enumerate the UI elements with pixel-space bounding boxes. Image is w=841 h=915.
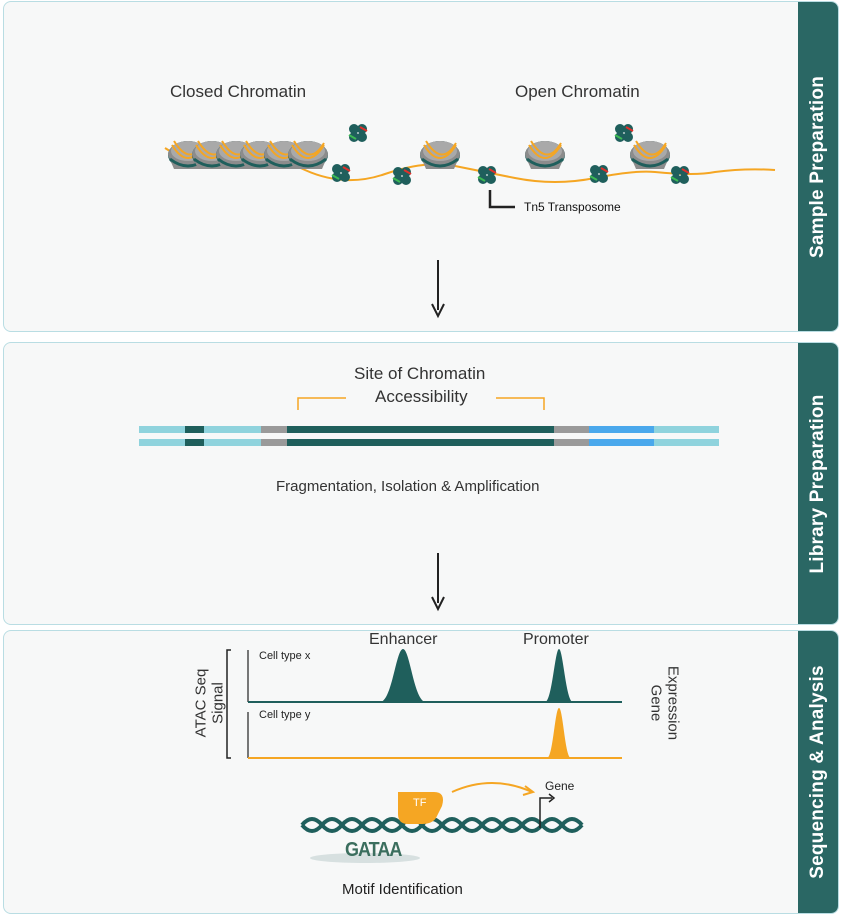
sample-preparation-panel: Sample Preparation [3,1,839,332]
enhancer-label: Enhancer [369,631,438,648]
fragment-strand-bottom [139,439,719,446]
nucleosome [628,139,672,171]
motif-logo: GATAA [345,837,402,861]
atac-signal-plot [226,649,622,759]
tn5-label: Tn5 Transposome [524,200,621,214]
gene-start-arrow [539,797,552,828]
down-arrow-icon [431,553,445,612]
fragment-strand-top [139,426,719,433]
cell-type-x-label: Cell type x [259,650,311,662]
down-arrow-icon [431,260,445,319]
tn5-pointer [488,190,515,209]
tn5-transposome [670,165,690,185]
tf-label: TF [413,797,427,809]
sample-preparation-sidebar: Sample Preparation [798,2,838,331]
tn5-transposome [348,123,368,143]
nucleosome [523,139,567,171]
sequencing-analysis-panel: Sequencing & Analysis [3,630,839,914]
closed-chromatin-label: Closed Chromatin [170,82,307,101]
site-label-line2: Accessibility [375,387,468,406]
promoter-label: Promoter [523,631,589,648]
site-bracket-left [297,397,346,410]
sequencing-analysis-sidebar: Sequencing & Analysis [798,631,838,913]
tn5-transposome [392,166,412,186]
dna-strand-b [300,817,584,833]
motif-caption: Motif Identification [342,881,463,898]
library-caption: Fragmentation, Isolation & Amplification [276,478,540,495]
tf-shape [398,792,443,824]
motif-logo-base [310,853,420,863]
site-label-line1: Site of Chromatin [354,364,486,383]
library-preparation-sidebar: Library Preparation [798,343,838,624]
open-chromatin-label: Open Chromatin [515,82,640,101]
nucleosome [418,139,462,171]
tn5-transposome [477,165,497,185]
tn5-transposome [331,163,351,183]
tn5-transposome [614,123,634,143]
signal-bracket [226,649,231,759]
site-bracket-right [496,397,545,410]
tf-arrow [451,782,533,793]
nucleosome [286,139,330,171]
library-preparation-panel: Library Preparation [3,342,839,625]
dna-fragment-illustration [139,397,719,446]
cell-type-y-label: Cell type y [259,709,311,721]
tn5-transposome [589,164,609,184]
chromatin-illustration [164,123,776,209]
gene-label: Gene [545,779,575,793]
motif-dna-illustration [300,782,584,863]
